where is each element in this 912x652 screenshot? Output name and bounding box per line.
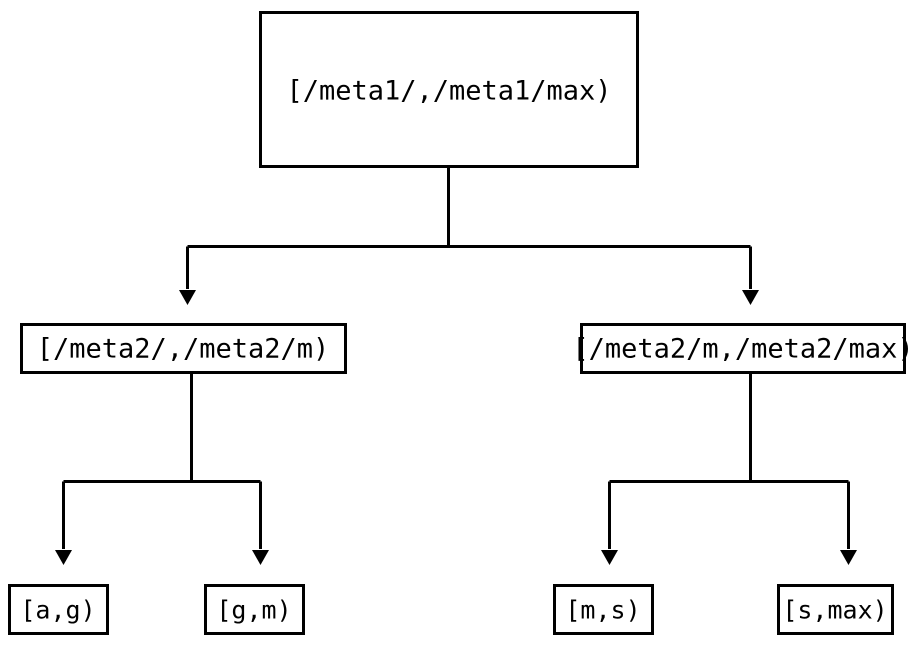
tree-node-leaf-2-box	[204, 584, 305, 635]
arrowhead-leaf-4-icon	[840, 550, 857, 565]
tree-node-mid-right-box	[580, 323, 906, 374]
tree-node-leaf-1-box	[8, 584, 109, 635]
tree-node-leaf-4-box	[777, 584, 894, 635]
edge-group-root	[179, 167, 759, 305]
arrowhead-leaf-1-icon	[55, 550, 72, 565]
tree-node-leaf-4[interactable]: [s,max)	[777, 584, 894, 635]
tree-node-root[interactable]: [/meta1/,/meta1/max)	[259, 11, 639, 168]
arrowhead-leaf-2-icon	[252, 550, 269, 565]
arrowhead-leaf-3-icon	[601, 550, 618, 565]
tree-node-leaf-3-box	[553, 584, 654, 635]
edge-group-mid-right	[601, 373, 857, 565]
tree-node-leaf-4-label: [s,max)	[782, 596, 887, 625]
tree-node-mid-right-label: [/meta2/m,/meta2/max)	[572, 334, 912, 365]
arrowhead-mid-left-icon	[179, 290, 196, 305]
tree-node-mid-left-label: [/meta2/,/meta2/m)	[37, 334, 330, 365]
tree-node-mid-left-box	[20, 323, 347, 374]
tree-node-leaf-1-label: [a,g)	[20, 596, 95, 625]
tree-node-mid-right[interactable]: [/meta2/m,/meta2/max)	[572, 323, 912, 374]
tree-node-leaf-2-label: [g,m)	[216, 596, 291, 625]
tree-node-root-box	[259, 11, 639, 168]
tree-node-mid-left[interactable]: [/meta2/,/meta2/m)	[20, 323, 347, 374]
tree-node-leaf-2[interactable]: [g,m)	[204, 584, 305, 635]
arrowhead-mid-right-icon	[742, 290, 759, 305]
tree-node-leaf-3[interactable]: [m,s)	[553, 584, 654, 635]
tree-node-leaf-1[interactable]: [a,g)	[8, 584, 109, 635]
tree-node-root-label: [/meta1/,/meta1/max)	[286, 76, 611, 107]
tree-node-leaf-3-label: [m,s)	[565, 596, 640, 625]
edge-group-mid-left	[55, 373, 269, 565]
